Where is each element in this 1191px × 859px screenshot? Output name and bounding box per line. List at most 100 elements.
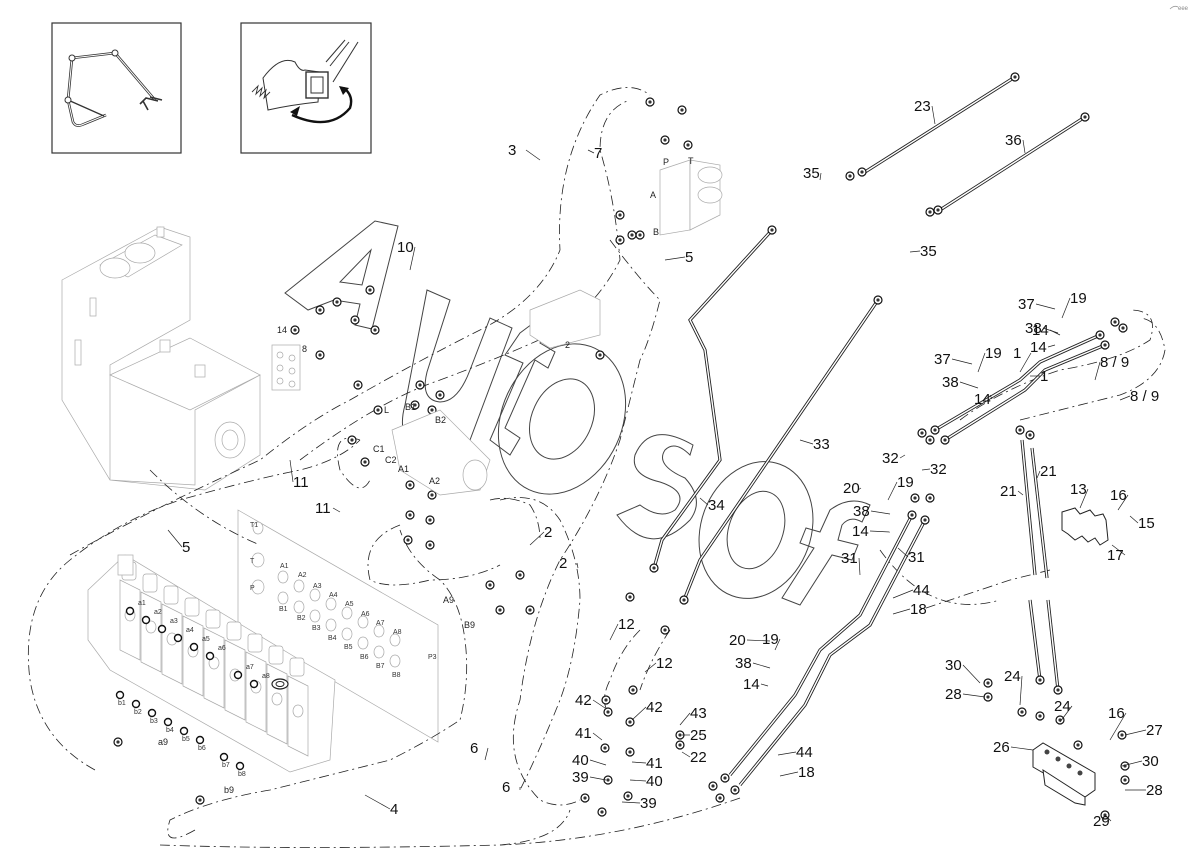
fitting-bore — [1038, 678, 1042, 682]
callout-label: 22 — [690, 749, 707, 766]
callout-c38c: 38 — [853, 503, 891, 520]
callout-c32a: 32 — [882, 450, 906, 467]
fitting-bore — [1103, 343, 1107, 347]
callout-c27: 27 — [1124, 722, 1163, 739]
fitting-bore — [923, 518, 927, 522]
tank-port-plate: 14 8 — [271, 325, 307, 391]
pipe-31a — [728, 514, 914, 777]
port-a-fitting — [157, 624, 167, 634]
callout-c14d: 14 — [852, 523, 891, 540]
plate-label-B6: B6 — [360, 654, 369, 661]
port-label-b: b1 — [118, 700, 126, 707]
callout-c21b: 21 — [1036, 463, 1057, 480]
fitting-bore — [376, 408, 380, 412]
fitting-bore — [408, 483, 412, 487]
fitting-bore — [318, 308, 322, 312]
callout-c28a: 28 — [945, 686, 986, 703]
aux-port-A: A — [650, 190, 656, 200]
callout-label: 14 — [852, 523, 869, 540]
callout-label: 19 — [897, 474, 914, 491]
callout-label: 8 / 9 — [1130, 388, 1159, 405]
callout-c35b: 35 — [909, 243, 937, 260]
plate-hole-a — [357, 615, 369, 629]
plate-label-B4: B4 — [328, 635, 337, 642]
callout-label: 7 — [594, 145, 602, 162]
port-b-fitting — [115, 690, 125, 700]
fitting-bore — [418, 383, 422, 387]
callout-label: 17 — [1107, 547, 1124, 564]
hose-5b-route — [512, 239, 661, 806]
callout-c37a: 37 — [1018, 296, 1056, 313]
fitting-bore — [860, 170, 864, 174]
callout-c42b: 42 — [631, 699, 663, 721]
callout-c32b: 32 — [921, 461, 947, 478]
hydraulic-tank — [61, 226, 261, 491]
fitting-bore — [682, 598, 686, 602]
fitting-bore — [1120, 733, 1124, 737]
callout-label: 34 — [708, 497, 725, 514]
fitting-bore — [1083, 115, 1087, 119]
port-label-a: a8 — [262, 673, 270, 680]
callout-label: 28 — [945, 686, 962, 703]
plate-hole-b — [341, 627, 353, 641]
plate-label-A2: A2 — [298, 572, 307, 579]
callout-label: 1 — [1040, 368, 1048, 385]
port-label-b: b6 — [198, 745, 206, 752]
callout-c23: 23 — [914, 98, 936, 125]
callout-c33: 33 — [799, 436, 830, 453]
fitting-bore — [428, 543, 432, 547]
plate-hole-a — [389, 633, 401, 647]
callout-label: 18 — [798, 764, 815, 781]
callout-c16a: 16 — [1110, 487, 1129, 511]
plate-label-B2: B2 — [297, 615, 306, 622]
callout-c7: 7 — [587, 145, 602, 162]
callout-label: 32 — [930, 461, 947, 478]
corner-mark-text: eee — [1178, 6, 1189, 12]
fitting-bore — [628, 720, 632, 724]
callout-label: 42 — [575, 692, 592, 709]
corner-logo: eee — [1169, 5, 1189, 12]
port-label-a: a4 — [186, 627, 194, 634]
callout-label: 6 — [470, 740, 478, 757]
plate-label-A3: A3 — [313, 583, 322, 590]
callout-c44a: 44 — [892, 582, 930, 599]
fitting-bore — [986, 695, 990, 699]
callout-c24a: 24 — [1004, 668, 1023, 706]
callout-label: 4 — [390, 801, 398, 818]
callout-label: 30 — [1142, 753, 1159, 770]
callout-c40a: 40 — [572, 752, 607, 769]
callout-label: 20 — [843, 480, 860, 497]
hose-end-a9: a9 — [158, 737, 168, 747]
fitting-bore — [198, 798, 202, 802]
port-a-fitting — [125, 606, 135, 616]
port-b-fitting — [147, 708, 157, 718]
callout-label: 39 — [572, 769, 589, 786]
fitting-bore — [663, 138, 667, 142]
rotator-port-B2: B2 — [435, 415, 446, 425]
callout-label: 41 — [646, 755, 663, 772]
rotator-port-A2: A2 — [429, 476, 440, 486]
port-a-fitting — [189, 642, 199, 652]
fitting-bore — [913, 496, 917, 500]
fitting-bore — [604, 698, 608, 702]
callout-label: 40 — [646, 773, 663, 790]
fitting-bore — [1056, 688, 1060, 692]
callout-label: 38 — [1025, 320, 1042, 337]
rotator-port-C2: C2 — [385, 455, 397, 465]
callout-label: 37 — [934, 351, 951, 368]
fitting-bore — [936, 208, 940, 212]
callout-label: 2 — [544, 524, 552, 541]
callout-label: 14 — [974, 391, 991, 408]
callout-label: 16 — [1108, 705, 1125, 722]
fitting-bore — [618, 213, 622, 217]
fitting-bore — [1018, 428, 1022, 432]
callout-label: 41 — [575, 725, 592, 742]
plate-hole-b — [325, 618, 337, 632]
callout-c18a: 18 — [892, 601, 927, 618]
callout-label: 19 — [1070, 290, 1087, 307]
plate-label-P: P — [250, 585, 255, 592]
callout-label: 10 — [397, 239, 414, 256]
callout-c3: 3 — [508, 142, 541, 161]
